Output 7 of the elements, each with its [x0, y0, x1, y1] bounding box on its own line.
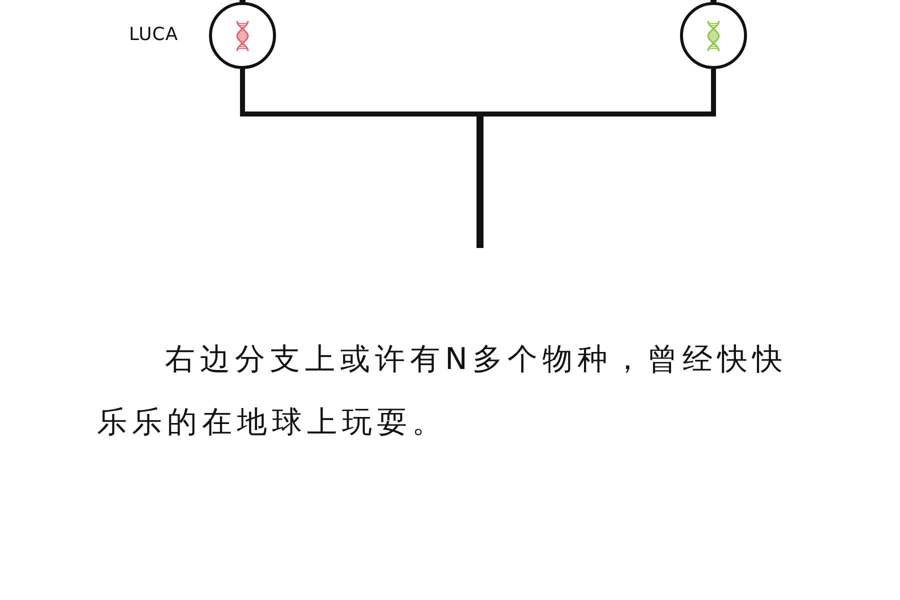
- branch-stub-line: [710, 0, 716, 2]
- tree-branch-line: [484, 69, 716, 116]
- tree-trunk-line: [476, 112, 484, 248]
- body-paragraph: 右边分支上或许有N多个物种，曾经快快乐乐的在地球上玩耍。: [97, 341, 788, 442]
- branch-stub-line: [240, 0, 246, 2]
- tree-branch-line: [240, 69, 476, 116]
- node-caption: LUCA: [129, 25, 178, 45]
